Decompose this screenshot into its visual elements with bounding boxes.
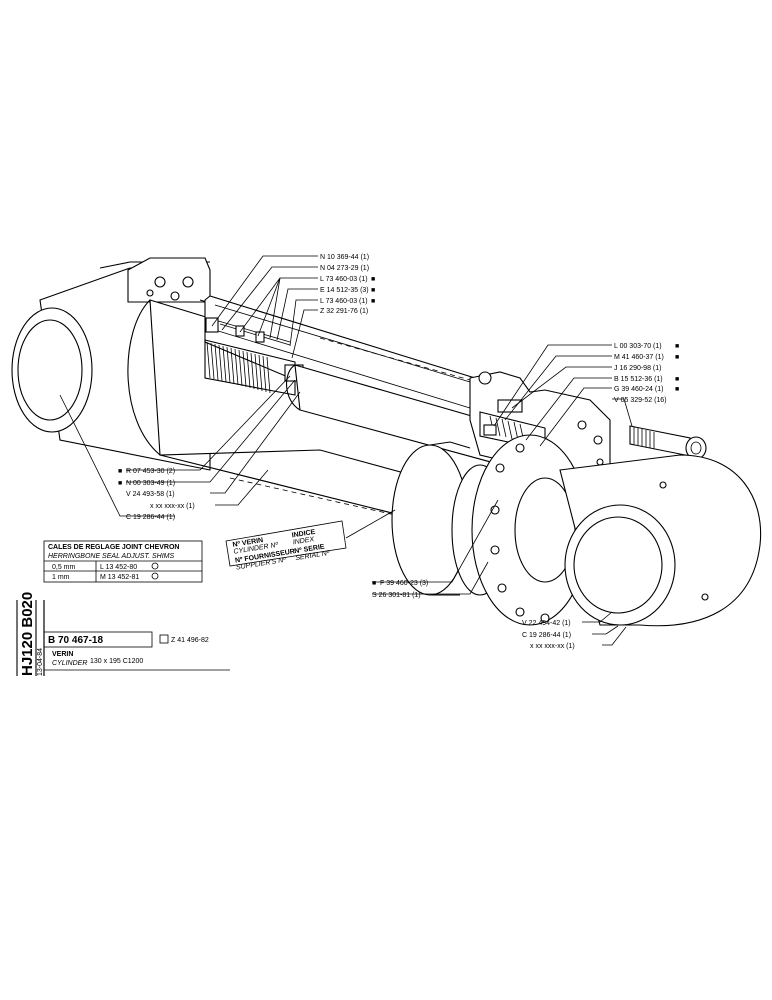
part-label: L 00 303-70 (1) [614, 343, 662, 350]
marker: ■ [675, 386, 679, 393]
part-label: R 07 453-30 (2) [126, 468, 175, 475]
name-en: CYLINDER [52, 660, 87, 667]
part-label: J 16 290-98 (1) [614, 365, 661, 372]
part-label: N 04 273-29 (1) [320, 265, 369, 272]
marker: ■ [371, 298, 375, 305]
shim-size: 0,5 mm [52, 564, 76, 571]
right-end-cap [559, 454, 762, 627]
part-number: B 70 467-18 [48, 635, 103, 646]
shim-size: 1 mm [52, 574, 70, 581]
part-label: V 24 493-58 (1) [126, 491, 175, 498]
top-mounting-block [127, 257, 211, 303]
callouts-top: N 10 369-44 (1) N 04 273-29 (1) L 73 460… [320, 254, 375, 315]
alt-part-number: Z 41 496-82 [171, 637, 209, 644]
callouts-left: ■ R 07 453-30 (2) ■ N 00 303-49 (1) V 24… [118, 468, 195, 521]
part-label: S 26 301-81 (1) [372, 592, 421, 599]
part-label: E 14 512-35 (3) [320, 287, 369, 294]
shims-title-en: HERRINGBONE SEAL ADJUST. SHIMS [48, 553, 174, 560]
marker: ■ [372, 580, 376, 587]
part-label: N 10 369-44 (1) [320, 254, 369, 261]
marker: ■ [675, 354, 679, 361]
shim-ref: M 13 452-81 [100, 574, 139, 581]
plate-serie-fr: Nº SERIE [294, 544, 326, 556]
marker: ■ [675, 376, 679, 383]
rod-end-flange [471, 434, 589, 626]
shims-table: CALES DE REGLAGE JOINT CHEVRON HERRINGBO… [43, 540, 203, 583]
plate-indice-en: INDEX [292, 536, 315, 546]
id-plate: Nº VERIN CYLINDER Nº INDICE INDEX Nº FOU… [225, 520, 347, 572]
part-label: N 00 303-49 (1) [126, 480, 175, 487]
part-label: C 19 286-44 (1) [522, 632, 571, 639]
title-block: HJ120 B020 13-04-84 B 70 467-18 Z 41 496… [16, 592, 230, 676]
callouts-lower-right: V 22 494-42 (1) C 19 286-44 (1) x xx xxx… [522, 620, 575, 650]
name-fr: VERIN [52, 651, 73, 658]
marker: ■ [118, 468, 122, 475]
marker: ■ [371, 287, 375, 294]
marker: ■ [118, 480, 122, 487]
part-label: L 73 460-03 (1) [320, 276, 368, 283]
part-label: G 39 460-24 (1) [614, 386, 663, 393]
marker: ■ [675, 343, 679, 350]
tie-bolt [629, 425, 707, 460]
spec: 130 x 195 C1200 [90, 658, 143, 665]
part-label: C 19 286-44 (1) [126, 514, 175, 521]
shims-title-fr: CALES DE REGLAGE JOINT CHEVRON [48, 544, 179, 551]
leader-lines [59, 255, 633, 646]
part-label: x xx xxx-xx (1) [530, 643, 575, 650]
plate-indice-fr: INDICE [291, 529, 316, 540]
callouts-right: L 00 303-70 (1) ■ M 41 460-37 (1) ■ J 16… [614, 343, 679, 404]
part-label: B 15 512-36 (1) [614, 376, 663, 383]
part-label: Z 32 291-76 (1) [320, 308, 368, 315]
drawing-date: 13-04-84 [37, 648, 44, 676]
part-label: x xx xxx-xx (1) [150, 503, 195, 510]
part-label: V 22 494-42 (1) [522, 620, 571, 627]
marker: ■ [371, 276, 375, 283]
part-label: F 39 460-23 (3) [380, 580, 428, 587]
part-label: M 41 460-37 (1) [614, 354, 664, 361]
plate-verin-fr: Nº VERIN [232, 537, 264, 549]
part-label: V 05 329-52 (16) [614, 397, 667, 404]
model-code: HJ120 B020 [19, 592, 36, 676]
callouts-lower-center: ■ F 39 460-23 (3) S 26 301-81 (1) [372, 580, 428, 599]
shim-ref: L 13 452-80 [100, 564, 137, 571]
part-label: L 73 460-03 (1) [320, 298, 368, 305]
